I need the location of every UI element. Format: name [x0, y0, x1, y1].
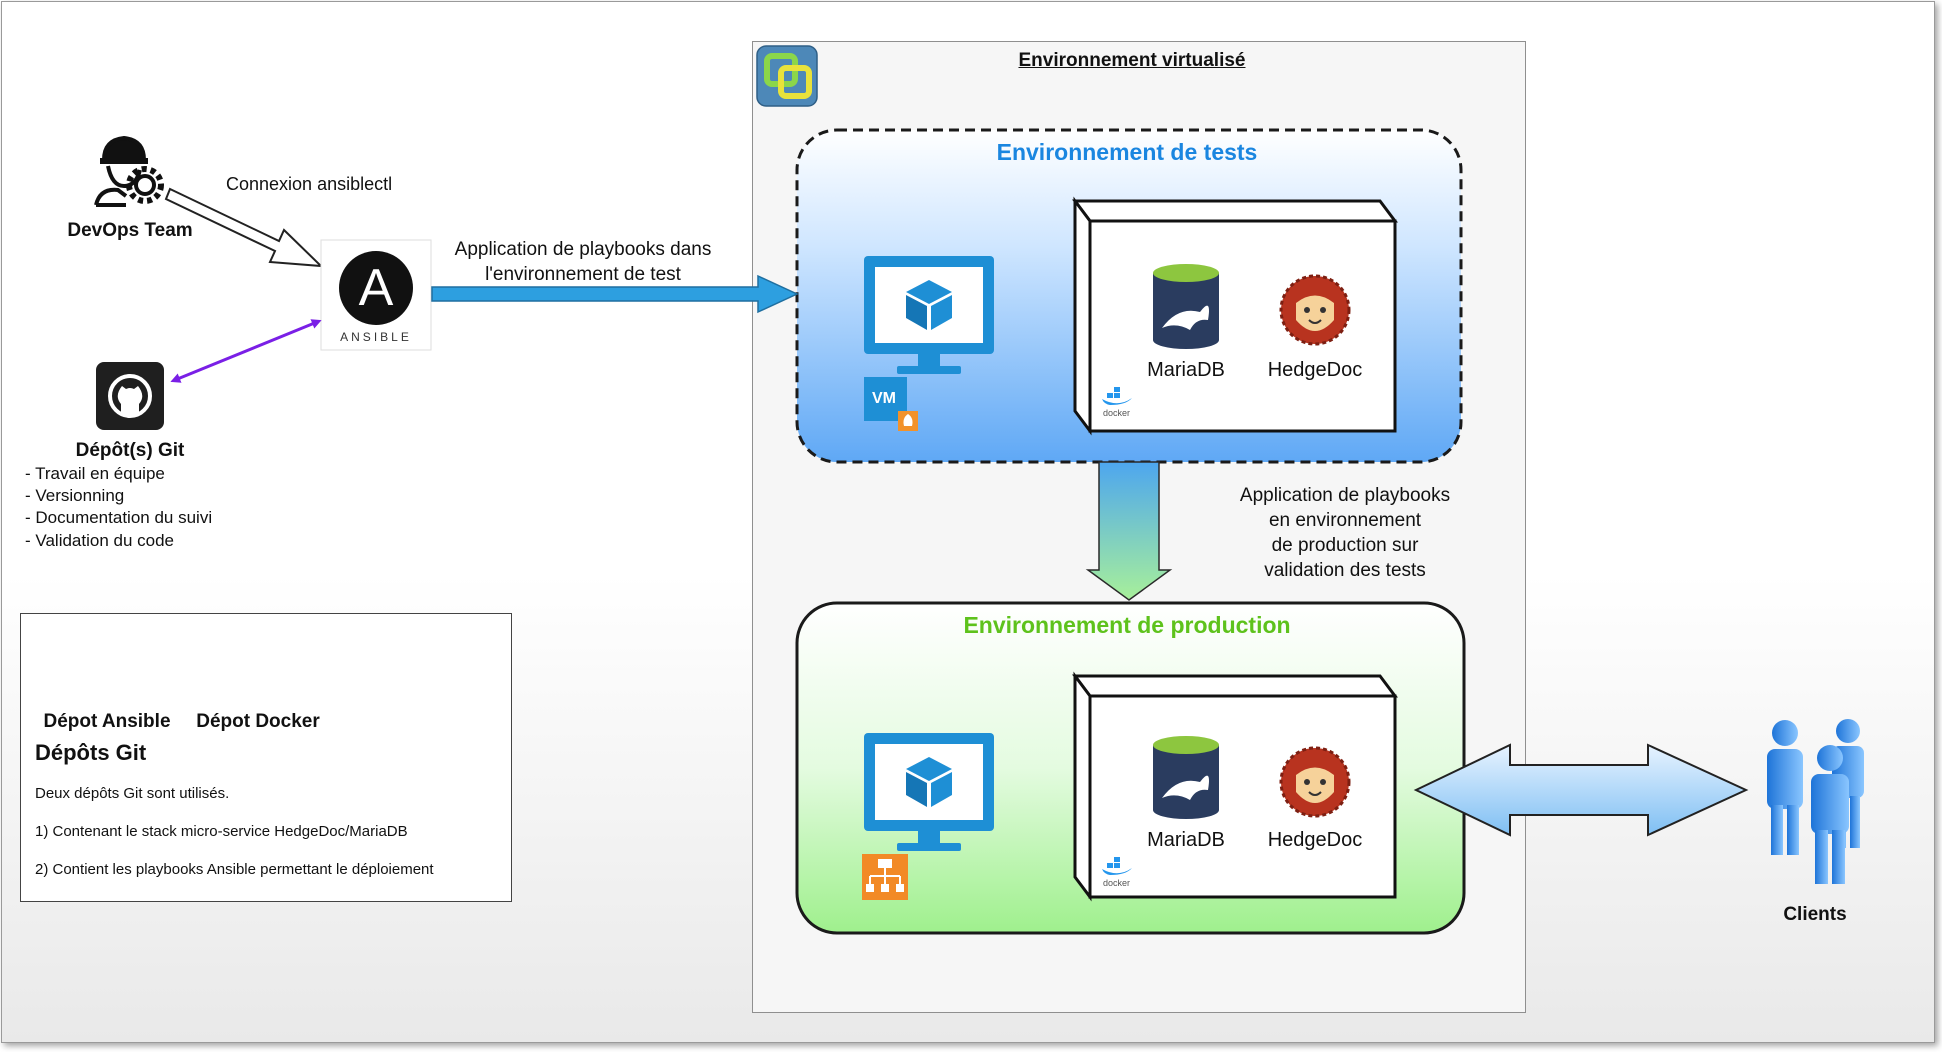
legend-repo-ansible: Dépot Ansible: [43, 711, 171, 732]
hedgedoc-label-tests: HedgeDoc: [1267, 359, 1363, 381]
legend-line-2: 1) Contenant le stack micro-service Hedg…: [35, 823, 408, 840]
github-icon: [96, 362, 164, 430]
mariadb-icon: [1153, 736, 1219, 819]
connection-label: Connexion ansiblectl: [226, 174, 393, 194]
arrow-prod-clients: [1413, 743, 1749, 837]
docker-whale-icon: [1102, 387, 1132, 405]
git-repos-item: - Validation du code: [25, 531, 175, 550]
legend-line-1: Deux dépôts Git sont utilisés.: [35, 785, 230, 802]
hedgedoc-icon: [1279, 746, 1351, 818]
docker-label-prod: docker: [1103, 878, 1131, 888]
hedgedoc-icon: [1279, 274, 1351, 346]
ansible-letter: A: [358, 259, 394, 317]
docker-box-prod: [1072, 671, 1398, 902]
vm-badge-label: VM: [872, 390, 896, 407]
legend-repo-docker: Dépot Docker: [196, 711, 320, 732]
mariadb-icon: [1153, 264, 1219, 349]
virtualized-env-title: Environnement virtualisé: [1018, 50, 1246, 71]
docker-whale-icon: [1102, 857, 1132, 875]
git-repos-item: - Travail en équipe: [25, 464, 165, 483]
arrow-devops-to-ansible: [164, 187, 324, 268]
arrow-ansible-git: [170, 319, 322, 383]
git-repos-title: Dépôt(s) Git: [75, 440, 185, 461]
arrow-ansible-to-tests: [431, 274, 799, 314]
prod-arrow-label-4: validation des tests: [1264, 560, 1426, 581]
vm-badge: [864, 377, 918, 431]
arrow-tests-to-prod: [1085, 461, 1173, 601]
legend-box: [20, 613, 512, 902]
tests-arrow-label-2: l'environnement de test: [485, 264, 681, 285]
tests-env-title: Environnement de tests: [996, 139, 1258, 165]
mariadb-label-tests: MariaDB: [1147, 359, 1225, 381]
network-tree-icon: [862, 854, 908, 900]
vm-monitor-icon: [864, 256, 994, 374]
hedgedoc-label-prod: HedgeDoc: [1267, 829, 1363, 851]
ansible-logo-icon: [320, 239, 432, 351]
devops-engineer-icon: [94, 135, 164, 207]
vsphere-logo-icon: [756, 45, 818, 107]
ansible-label: ANSIBLE: [340, 330, 412, 344]
legend-title: Dépôts Git: [35, 740, 147, 765]
devops-label: DevOps Team: [67, 220, 193, 241]
tests-arrow-label-1: Application de playbooks dans: [454, 239, 712, 260]
clients-icon: [1767, 719, 1864, 884]
git-repos-item: - Versionning: [25, 486, 125, 505]
prod-arrow-label-2: en environnement: [1268, 510, 1422, 531]
legend-line-3: 2) Contient les playbooks Ansible permet…: [35, 861, 434, 878]
mariadb-label-prod: MariaDB: [1147, 829, 1225, 851]
prod-env-title: Environnement de production: [963, 612, 1291, 638]
vm-monitor-icon: [864, 733, 994, 851]
prod-arrow-label-1: Application de playbooks: [1239, 485, 1451, 506]
git-repos-item: - Documentation du suivi: [25, 508, 213, 527]
prod-arrow-label-3: de production sur: [1271, 535, 1419, 556]
docker-label-tests: docker: [1103, 408, 1131, 418]
clients-label: Clients: [1783, 904, 1847, 925]
